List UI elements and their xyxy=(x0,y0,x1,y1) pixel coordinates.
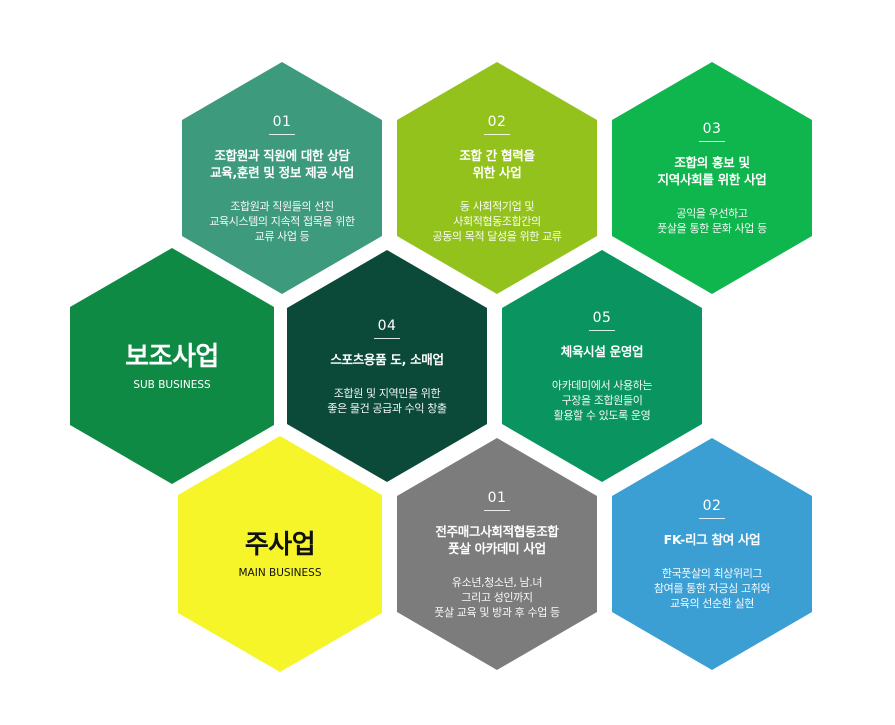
number-underline xyxy=(484,509,510,511)
item-number: 04 xyxy=(377,317,397,334)
item-title: 체육시설 운영업 xyxy=(560,344,644,359)
item-description: 조합원 및 지역민을 위한 좋은 물건 공급과 수익 창출 xyxy=(327,386,447,415)
main-item-01-hex: 01 전주매그사회적협동조합 풋살 아카데미 사업 유소년,청소년, 남.녀 그… xyxy=(395,436,599,672)
main-business-subtitle: MAIN BUSINESS xyxy=(238,567,322,579)
main-business-hex: 주사업 MAIN BUSINESS xyxy=(178,436,382,672)
item-description: 조합원과 직원들의 선진 교육시스템의 지속적 접목을 위한 교류 사업 등 xyxy=(209,199,355,243)
item-title: 조합원과 직원에 대한 상담 교육,훈련 및 정보 제공 사업 xyxy=(210,147,354,180)
item-title: FK-리그 참여 사업 xyxy=(663,532,761,547)
item-description: 한국풋살의 최상위리그 참여를 통한 자긍심 고취와 교육의 선순환 실현 xyxy=(653,567,771,610)
item-description: 동 사회적기업 및 사회적협동조합간의 공동의 목적 달성을 위한 교류 xyxy=(432,199,562,243)
number-underline xyxy=(374,337,400,339)
sub-item-05-hex: 05 체육시설 운영업 아카데미에서 사용하는 구장을 조합원들이 활용할 수 … xyxy=(500,248,704,484)
sub-business-hex: 보조사업 SUB BUSINESS xyxy=(70,248,274,484)
number-underline xyxy=(269,133,295,135)
sub-item-02-hex: 02 조합 간 협력을 위한 사업 동 사회적기업 및 사회적협동조합간의 공동… xyxy=(395,60,599,296)
sub-item-01-hex: 01 조합원과 직원에 대한 상담 교육,훈련 및 정보 제공 사업 조합원과 … xyxy=(180,60,384,296)
main-item-02-hex: 02 FK-리그 참여 사업 한국풋살의 최상위리그 참여를 통한 자긍심 고취… xyxy=(610,436,814,672)
item-number: 01 xyxy=(272,113,292,130)
item-title: 스포츠용품 도, 소매업 xyxy=(330,351,444,367)
item-title: 전주매그사회적협동조합 풋살 아카데미 사업 xyxy=(435,523,559,556)
item-description: 유소년,청소년, 남.녀 그리고 성인까지 풋살 교육 및 방과 후 수업 등 xyxy=(434,575,560,619)
number-underline xyxy=(484,133,510,135)
item-number: 01 xyxy=(487,489,507,506)
item-number: 05 xyxy=(592,310,612,326)
sub-business-title: 보조사업 xyxy=(125,342,219,372)
number-underline xyxy=(699,141,725,142)
number-underline xyxy=(589,330,615,331)
item-description: 아카데미에서 사용하는 구장을 조합원들이 활용할 수 있도록 운영 xyxy=(551,379,653,422)
item-number: 02 xyxy=(487,113,507,130)
item-number: 03 xyxy=(702,121,722,137)
sub-item-04-hex: 04 스포츠용품 도, 소매업 조합원 및 지역민을 위한 좋은 물건 공급과 … xyxy=(285,248,489,484)
sub-business-subtitle: SUB BUSINESS xyxy=(133,379,211,391)
number-underline xyxy=(699,518,725,519)
sub-item-03-hex: 03 조합의 홍보 및 지역사회를 위한 사업 공익을 우선하고 풋살을 통한 … xyxy=(610,60,814,296)
item-number: 02 xyxy=(702,498,722,514)
main-business-title: 주사업 xyxy=(244,530,316,560)
item-title: 조합 간 협력을 위한 사업 xyxy=(459,147,535,180)
item-description: 공익을 우선하고 풋살을 통한 문화 사업 등 xyxy=(657,207,767,235)
item-title: 조합의 홍보 및 지역사회를 위한 사업 xyxy=(657,155,767,187)
